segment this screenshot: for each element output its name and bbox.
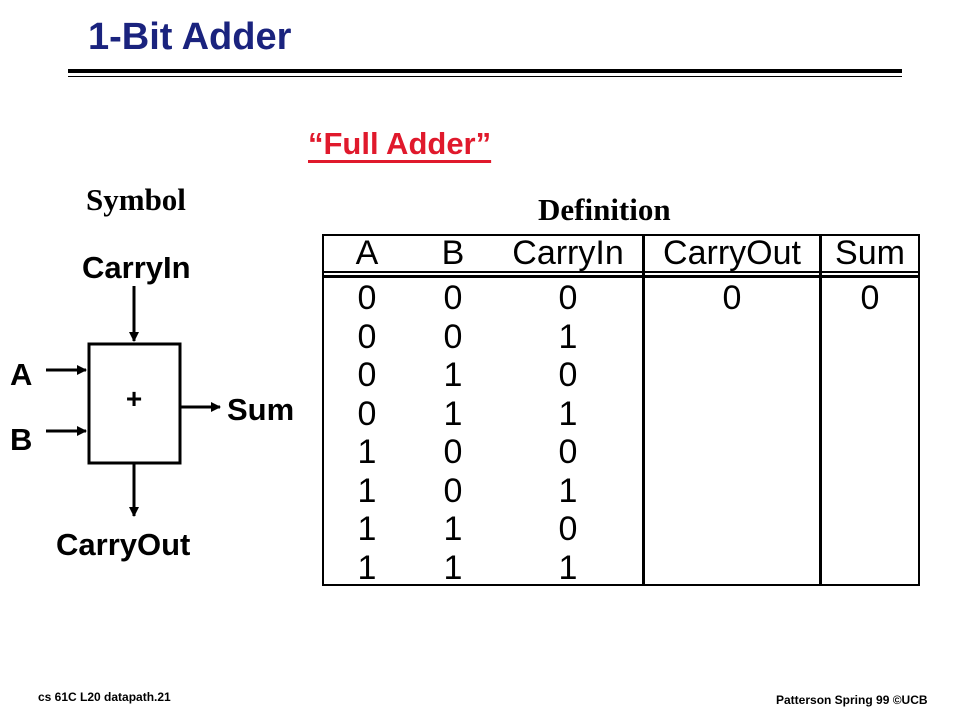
- cell-sum: [830, 472, 910, 510]
- cell-b: 1: [443, 510, 463, 548]
- cell-b: 0: [443, 433, 463, 471]
- cell-b: 0: [443, 279, 463, 317]
- carry-out-label: CarryOut: [56, 527, 191, 562]
- column-divider: [642, 234, 645, 584]
- title-rule-thin: [68, 76, 902, 77]
- footer-course-label: cs 61C L20 datapath.21: [38, 690, 171, 704]
- cell-carry-out: 0: [722, 279, 742, 317]
- cell-b: 1: [443, 394, 463, 433]
- title-rule-thick: [68, 69, 902, 73]
- cell-a: 1: [357, 433, 377, 471]
- cell-sum: [830, 510, 910, 548]
- cell-carry-out: [692, 472, 772, 510]
- sum-label: Sum: [227, 392, 295, 427]
- adder-operator: +: [126, 383, 142, 414]
- cell-b: 0: [443, 317, 463, 356]
- cell-carry-in: 0: [558, 510, 578, 548]
- symbol-heading: Symbol: [86, 182, 186, 217]
- cell-sum: [830, 318, 910, 356]
- cell-carry-in: 0: [558, 433, 578, 471]
- header-divider: [322, 271, 918, 273]
- cell-carry-out: [692, 433, 772, 471]
- cell-carry-out: [692, 549, 772, 587]
- column-divider: [819, 234, 822, 584]
- cell-a: 0: [357, 317, 377, 356]
- cell-b: 1: [443, 548, 463, 587]
- cell-carry-out: [692, 318, 772, 356]
- column-header-carry-out: CarryOut: [663, 234, 801, 272]
- cell-carry-in: 1: [558, 394, 578, 433]
- footer-credit: Patterson Spring 99 ©UCB: [776, 693, 928, 707]
- cell-b: 1: [443, 356, 463, 394]
- definition-heading: Definition: [538, 192, 671, 227]
- cell-a: 0: [357, 394, 377, 433]
- column-header-carry-in: CarryIn: [512, 234, 624, 272]
- cell-carry-in: 0: [558, 279, 578, 317]
- cell-sum: [830, 356, 910, 394]
- cell-carry-in: 1: [558, 471, 578, 510]
- cell-carry-out: [692, 395, 772, 433]
- cell-carry-in: 0: [558, 356, 578, 394]
- header-divider: [322, 275, 918, 278]
- cell-carry-out: [692, 510, 772, 548]
- cell-a: 0: [357, 356, 377, 394]
- cell-a: 1: [357, 548, 377, 587]
- slide-subtitle: “Full Adder”: [308, 126, 492, 161]
- cell-b: 0: [443, 471, 463, 510]
- cell-carry-in: 1: [558, 548, 578, 587]
- cell-a: 0: [357, 279, 377, 317]
- column-header-b: B: [441, 234, 465, 272]
- cell-a: 1: [357, 471, 377, 510]
- column-header-a: A: [355, 234, 379, 272]
- column-header-sum: Sum: [835, 234, 905, 272]
- slide-title: 1-Bit Adder: [88, 16, 292, 58]
- cell-a: 1: [357, 510, 377, 548]
- input-a-label: A: [10, 357, 33, 392]
- cell-carry-in: 1: [558, 317, 578, 356]
- input-b-label: B: [10, 422, 33, 457]
- cell-sum: [830, 433, 910, 471]
- cell-sum: 0: [860, 279, 880, 317]
- cell-sum: [830, 395, 910, 433]
- carry-in-label: CarryIn: [82, 250, 191, 285]
- cell-carry-out: [692, 356, 772, 394]
- truth-table-frame: [322, 234, 920, 586]
- cell-sum: [830, 549, 910, 587]
